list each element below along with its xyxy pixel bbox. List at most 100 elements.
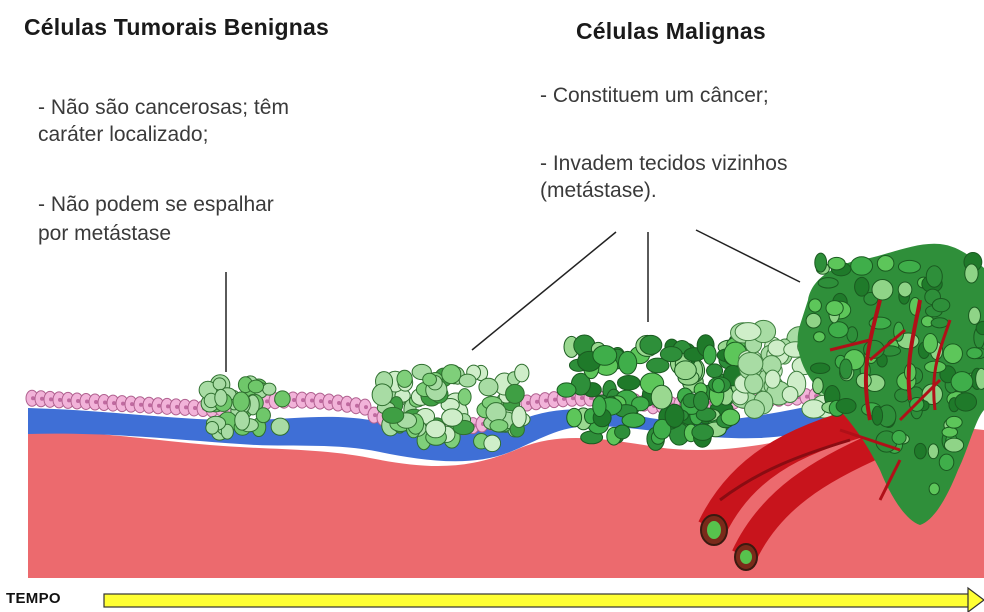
tumor-cell	[593, 345, 617, 365]
tumor-cell	[828, 257, 845, 270]
time-arrow	[104, 588, 984, 612]
benign-cell	[213, 378, 226, 390]
tumor-cell	[479, 378, 498, 396]
tumor-cell	[423, 373, 437, 386]
tumor-cell	[397, 370, 412, 387]
cell-nucleus	[184, 405, 188, 409]
tumor-cell	[458, 389, 471, 405]
tumor-cell	[939, 454, 954, 470]
benign-cell	[256, 408, 270, 423]
tumor-cell	[926, 266, 942, 287]
tumor-cell	[593, 396, 606, 416]
tumor-cell	[442, 409, 463, 426]
cell-nucleus	[544, 399, 548, 403]
tumor-cell	[735, 323, 761, 341]
cell-nucleus	[328, 400, 332, 404]
tumor-cell	[557, 383, 576, 397]
tumor-cell	[836, 398, 856, 413]
tumor-cell	[914, 443, 926, 459]
tumor-cell	[692, 424, 714, 440]
cell-nucleus	[175, 405, 179, 409]
tumor-cell	[810, 363, 829, 374]
cell-nucleus	[148, 403, 152, 407]
cell-nucleus	[580, 396, 584, 400]
tumor-cell	[675, 361, 697, 380]
tumor-cell	[814, 332, 826, 342]
benign-cell	[233, 392, 249, 411]
tumor-cell	[567, 408, 582, 427]
tumor-cell	[932, 298, 949, 311]
tumor-cell	[640, 335, 662, 354]
tumor-cell	[829, 322, 849, 338]
cell-nucleus	[193, 406, 197, 410]
tumor-cell	[898, 260, 920, 273]
cell-nucleus	[121, 402, 125, 406]
tumor-cell	[515, 364, 529, 382]
tumor-cell	[442, 365, 461, 384]
tumor-cell	[806, 313, 821, 328]
cell-nucleus	[310, 398, 314, 402]
tumor-cell	[619, 351, 637, 374]
tumor-cell	[872, 280, 893, 300]
cell-nucleus	[157, 404, 161, 408]
tumor-cell	[768, 340, 786, 356]
tumor-cell	[765, 370, 780, 388]
cell-nucleus	[130, 402, 134, 406]
cell-nucleus	[292, 398, 296, 402]
tumor-cell	[506, 384, 525, 403]
tumor-cell	[955, 393, 977, 411]
tumor-cell	[486, 403, 506, 423]
cell-nucleus	[103, 401, 107, 405]
tumor-cell	[426, 420, 446, 438]
tumor-cell	[694, 392, 709, 411]
tumor-cell	[946, 416, 962, 428]
tumor-cell	[855, 277, 869, 296]
cell-nucleus	[571, 396, 575, 400]
tumor-cell	[895, 389, 910, 402]
cell-nucleus	[346, 402, 350, 406]
tumor-cell	[943, 344, 962, 364]
tumor-cell	[712, 378, 724, 392]
tumor-cell	[665, 404, 684, 427]
tumor-cell	[372, 384, 392, 406]
benign-cell	[248, 380, 263, 393]
cell-nucleus	[535, 400, 539, 404]
tumor-cell	[484, 435, 501, 451]
tumor-cell	[967, 348, 982, 359]
tumor-cell	[703, 345, 716, 364]
tumor-cell	[809, 299, 822, 312]
tumor-cell	[738, 352, 763, 374]
cell-nucleus	[76, 399, 80, 403]
tumor-cell	[459, 374, 476, 387]
tumor-cell	[976, 368, 984, 389]
tumor-cell	[931, 318, 948, 328]
cell-nucleus	[805, 395, 809, 399]
cell-nucleus	[67, 398, 71, 402]
cell-nucleus	[166, 404, 170, 408]
tumor-cell	[660, 347, 682, 362]
tumor-cell	[877, 256, 894, 272]
cell-nucleus	[553, 398, 557, 402]
benign-cell	[215, 389, 227, 406]
tumor-cell	[965, 264, 978, 283]
tumor-cell	[840, 359, 852, 379]
tumor-cell	[872, 406, 883, 425]
tumor-cell	[826, 301, 843, 316]
cell-nucleus	[373, 413, 377, 417]
tumor-cell	[615, 425, 630, 439]
tumor-cell	[818, 278, 838, 288]
tumor-cell	[892, 431, 906, 445]
tumor-cell	[898, 282, 912, 297]
cell-nucleus	[265, 399, 269, 403]
tumor-cell	[928, 444, 938, 459]
malignant-pointer-line-3	[696, 230, 800, 282]
cell-nucleus	[337, 401, 341, 405]
tumor-cell	[856, 373, 871, 388]
cell-nucleus	[31, 396, 35, 400]
benign-cell	[206, 422, 219, 435]
tumor-cell	[512, 406, 526, 427]
tumor-cell	[707, 364, 723, 378]
tumor-cell	[490, 420, 508, 432]
benign-cell	[235, 411, 250, 430]
